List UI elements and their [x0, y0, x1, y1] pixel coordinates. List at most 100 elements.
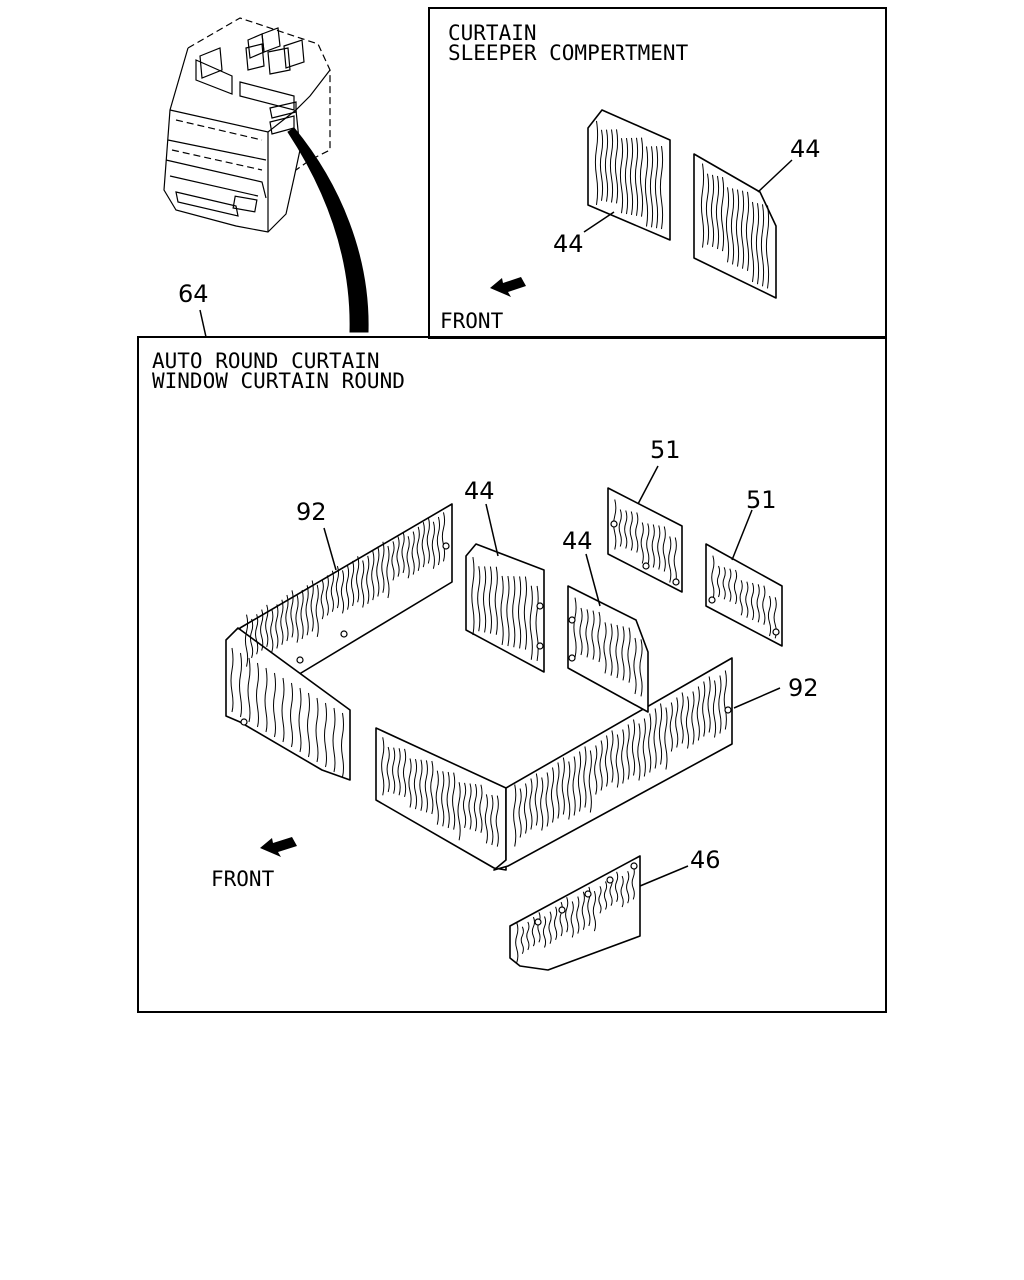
fabric-fold-line	[490, 794, 494, 846]
curtain-44-right	[693, 153, 777, 299]
fabric-fold-line	[615, 624, 619, 679]
fabric-texture	[381, 670, 727, 847]
main-panel: 64 AUTO ROUND CURTAIN WINDOW CURTAIN ROU…	[137, 280, 887, 1013]
fabric-fold-line	[765, 205, 770, 289]
fabric-fold-line	[477, 566, 481, 632]
fabric-fold-line	[295, 594, 299, 643]
curtain-51-a	[607, 487, 683, 593]
curtain-44-a	[465, 543, 545, 673]
fabric-fold-line	[540, 777, 544, 831]
fabric-fold-line	[471, 557, 475, 636]
fabric-texture	[230, 512, 446, 778]
callout-44-b: 44	[790, 135, 821, 163]
fabric-fold-line	[457, 782, 461, 841]
callout-44-a: 44	[553, 230, 584, 258]
fabric-fold-line	[406, 536, 410, 579]
fabric-fold-line	[376, 546, 380, 597]
fabric-fold-line	[718, 675, 722, 734]
fabric-fold-line	[529, 778, 533, 830]
fabric-fold-line	[644, 146, 649, 227]
fabric-fold-line	[762, 585, 766, 625]
fabric-fold-line	[728, 568, 732, 602]
fabric-fold-line	[576, 896, 580, 934]
fabric-fold-line	[270, 609, 274, 653]
fabric-fold-line	[649, 146, 654, 228]
fabric-fold-line	[285, 594, 289, 642]
fabric-fold-line	[273, 672, 276, 738]
fabric-fold-line	[745, 191, 750, 271]
fabric-fold-line	[572, 756, 576, 816]
fabric-fold-line	[599, 740, 603, 791]
fabric-fold-line	[722, 567, 726, 600]
fabric-fold-line	[545, 772, 549, 827]
fabric-fold-line	[581, 891, 585, 930]
leader-51-a	[637, 465, 659, 505]
fabric-fold-line	[646, 523, 650, 566]
fabric-fold-line	[615, 734, 619, 788]
fabric-fold-line	[468, 783, 472, 830]
fabric-fold-line	[537, 912, 541, 943]
fabric-fold-line	[639, 639, 643, 697]
fabric-fold-line	[441, 512, 446, 562]
fabric-fold-line	[249, 618, 254, 659]
fabric-fold-line	[723, 670, 727, 730]
fabric-fold-line	[673, 537, 677, 585]
fabric-fold-line	[361, 560, 365, 608]
fabric-fold-line	[609, 623, 613, 676]
fabric-fold-line	[431, 521, 435, 569]
fabric-fold-line	[506, 575, 510, 647]
fabric-fold-line	[556, 762, 560, 819]
fabric-fold-line	[426, 517, 430, 564]
fabric-fold-line	[620, 875, 624, 908]
fabric-fold-line	[335, 565, 340, 609]
main-panel-frame	[137, 336, 887, 1013]
fabric-fold-line	[239, 652, 242, 718]
fabric-fold-line	[654, 146, 659, 229]
fabric-fold-line	[624, 510, 628, 549]
callout-44-d: 44	[562, 527, 593, 555]
main-title-line2: WINDOW CURTAIN ROUND	[152, 369, 405, 393]
fabric-fold-line	[725, 187, 730, 263]
cab-illustration	[163, 17, 331, 233]
fabric-fold-line	[315, 697, 319, 763]
fabric-texture	[573, 597, 643, 697]
fabric-fold-line	[639, 137, 644, 217]
fabric-fold-line	[548, 911, 552, 944]
fabric-fold-line	[700, 163, 705, 248]
fabric-fold-line	[526, 921, 530, 951]
fabric-fold-line	[436, 516, 441, 566]
fabric-fold-line	[315, 584, 319, 637]
fabric-texture	[515, 866, 635, 963]
fabric-fold-line	[534, 773, 538, 826]
fabric-texture	[700, 163, 770, 289]
fabric-fold-line	[386, 545, 390, 599]
fabric-fold-line	[614, 871, 619, 903]
fabric-fold-line	[494, 566, 498, 635]
leader-92-a	[323, 527, 337, 571]
fabric-fold-line	[614, 129, 619, 204]
fabric-fold-line	[653, 708, 657, 769]
fabric-fold-line	[604, 735, 609, 787]
fabric-fold-line	[651, 524, 655, 568]
fabric-fold-line	[402, 748, 407, 797]
curtain-51-b	[705, 543, 783, 647]
fabric-fold-line	[696, 686, 700, 741]
leader-51-b	[731, 509, 753, 561]
fabric-fold-line	[691, 691, 695, 745]
fabric-fold-line	[664, 707, 668, 770]
leader-92-b	[733, 687, 781, 709]
fabric-fold-line	[413, 759, 418, 810]
fabric-fold-line	[419, 759, 423, 811]
fabric-fold-line	[482, 566, 487, 633]
fabric-fold-line	[609, 129, 614, 203]
fabric-fold-line	[500, 575, 504, 646]
fabric-fold-line	[324, 702, 327, 768]
fabric-fold-line	[633, 637, 637, 695]
fabric-fold-line	[495, 795, 499, 847]
fabric-fold-line	[441, 771, 445, 827]
fabric-fold-line	[735, 189, 740, 267]
curtain-92-right	[375, 657, 733, 871]
fabric-fold-line	[577, 751, 582, 812]
fabric-fold-line	[280, 599, 284, 645]
